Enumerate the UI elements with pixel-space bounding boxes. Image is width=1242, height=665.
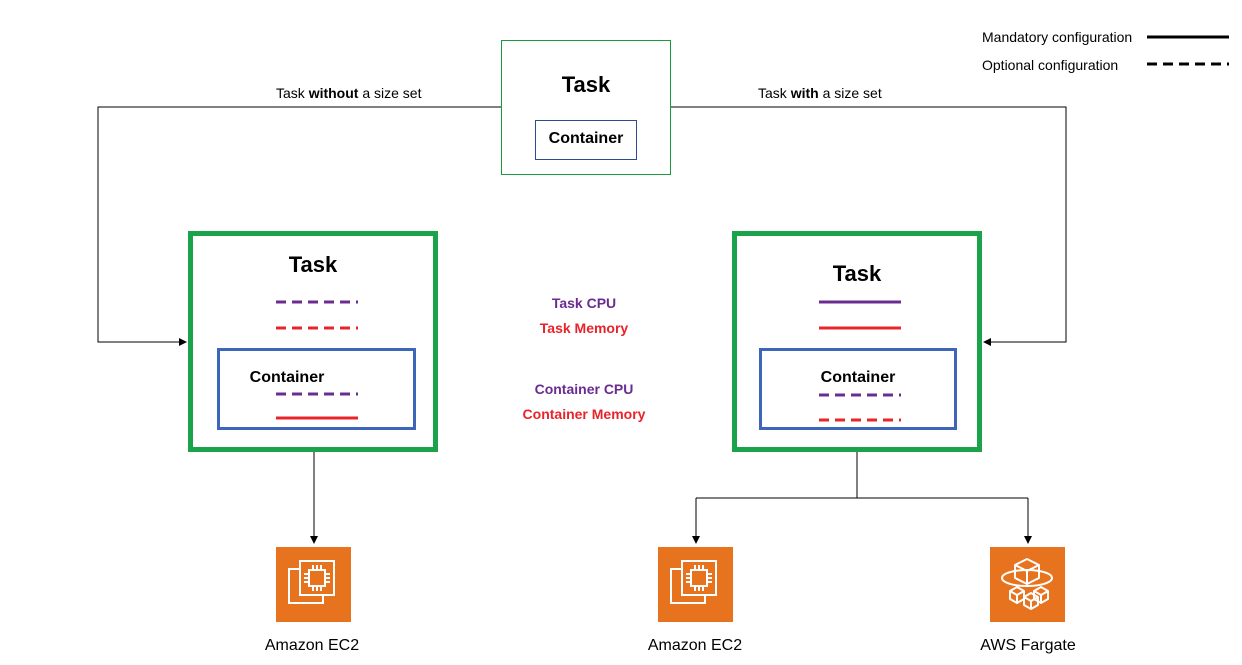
fargate-label: AWS Fargate: [980, 637, 1076, 654]
center-task-cpu-label: Task CPU: [551, 295, 617, 311]
center-task-memory-label: Task Memory: [539, 320, 629, 336]
right-container-title: Container: [820, 369, 896, 386]
right-branch-label-bold: with: [790, 85, 819, 101]
left-branch-connector: [97, 106, 501, 346]
left-ec2-label: Amazon EC2: [264, 637, 360, 654]
top-task-title: Task: [561, 72, 611, 97]
right-task-title: Task: [832, 261, 882, 286]
right-branch-label-post: a size set: [818, 85, 882, 101]
left-container-title: Container: [249, 369, 325, 386]
ec2-icon: [658, 547, 733, 622]
left-branch-label-post: a size set: [358, 85, 422, 101]
legend-optional-label: Optional configuration: [982, 57, 1119, 73]
right-branch-label: Task with a size set: [758, 85, 882, 101]
left-branch-label-pre: Task: [276, 85, 309, 101]
left-task-title: Task: [288, 252, 338, 277]
fargate-icon: [990, 547, 1065, 622]
top-container-title: Container: [548, 130, 624, 147]
center-container-cpu-label: Container CPU: [534, 381, 634, 397]
right-branch-label-pre: Task: [758, 85, 791, 101]
top-container-box: [535, 120, 637, 160]
left-branch-label: Task without a size set: [276, 85, 421, 101]
left-container-box: [217, 348, 416, 430]
right-container-box: [759, 348, 957, 430]
right-branch-connector: [671, 106, 1067, 346]
left-branch-label-bold: without: [308, 85, 359, 101]
right-ec2-label: Amazon EC2: [647, 637, 743, 654]
ec2-icon: [276, 547, 351, 622]
legend-mandatory-label: Mandatory configuration: [982, 29, 1133, 45]
center-container-memory-label: Container Memory: [522, 406, 646, 422]
